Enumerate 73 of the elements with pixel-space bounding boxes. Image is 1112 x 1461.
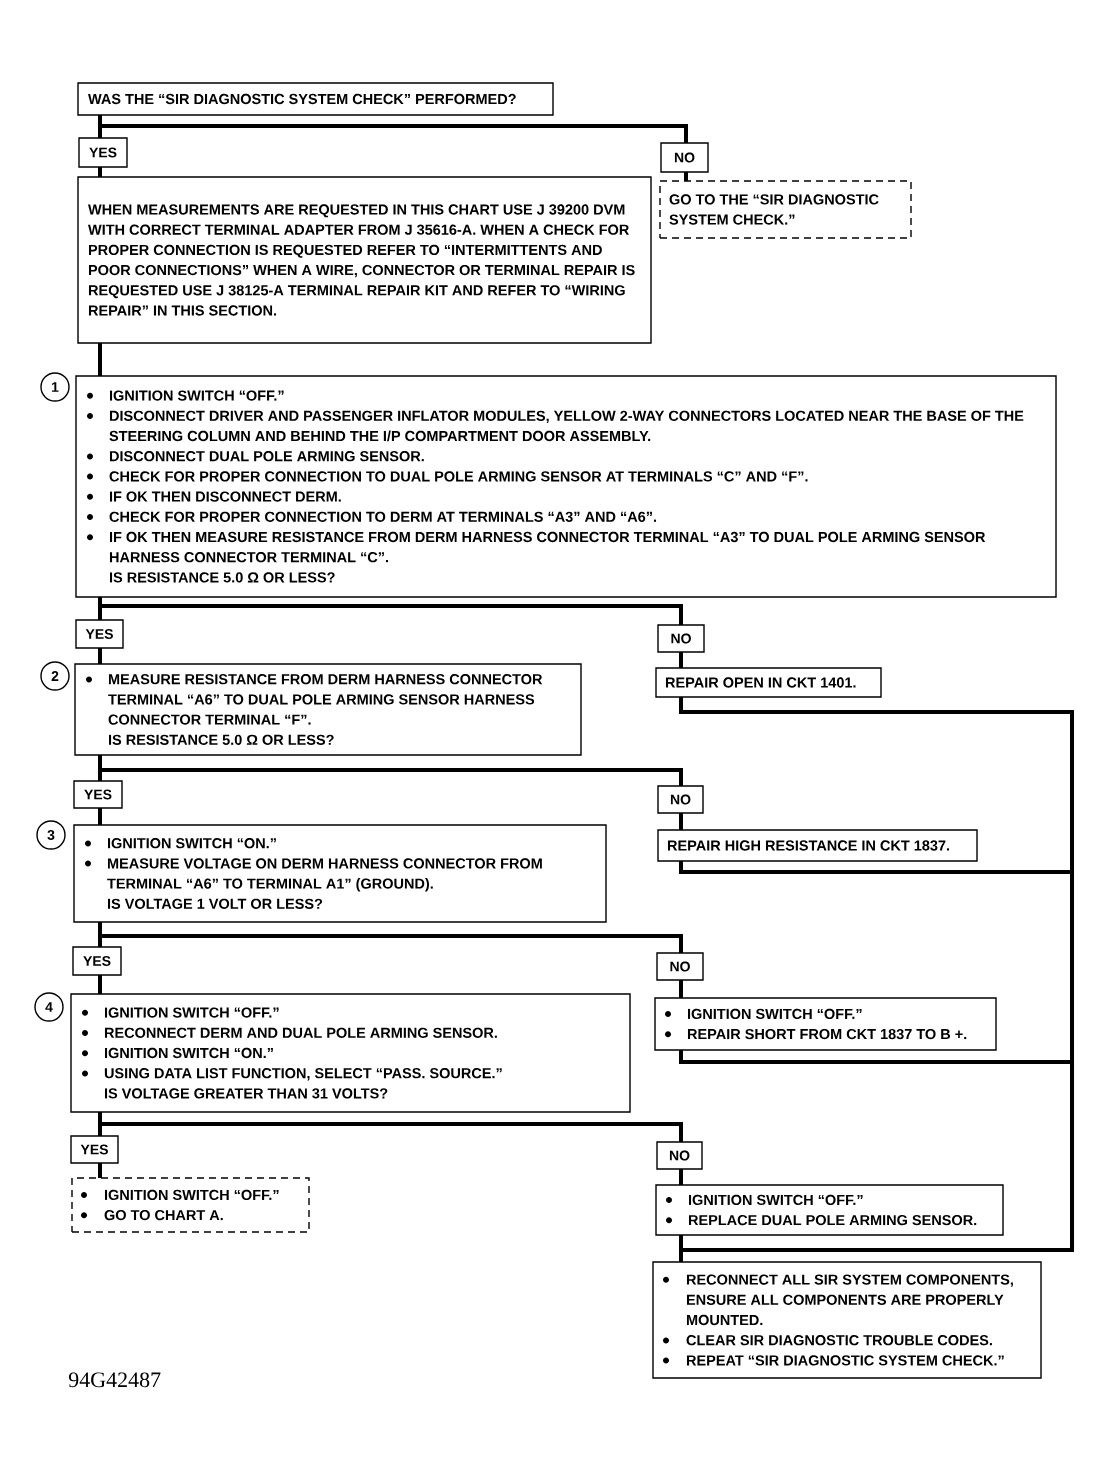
instruction-text: IGNITION SWITCH “ON.” (107, 838, 276, 849)
instruction-text: GO TO CHART A. (104, 1209, 223, 1221)
note-box: GO TO THE “SIR DIAGNOSTIC SYSTEM CHECK.” (659, 180, 912, 239)
step-number: 2 (40, 661, 70, 691)
branch-label-box: NO (656, 952, 704, 981)
connector-line (679, 813, 683, 830)
connector-line (684, 172, 688, 181)
instruction-text: USING DATA LIST FUNCTION, SELECT “PASS. SOURCE.” (104, 1068, 502, 1081)
branch-label-box: NO (657, 624, 705, 653)
branch-label-box: NO (660, 142, 709, 173)
connector-line (679, 1050, 1074, 1252)
connector-line (98, 808, 102, 825)
instruction-text: IGNITION SWITCH “OFF.” (104, 1189, 279, 1201)
action-box: REPAIR HIGH RESISTANCE IN CKT 1837. (657, 829, 978, 862)
instruction-text: RECONNECT ALL SIR SYSTEM COMPONENTS, ENSURE ALL COMPONENTS ARE PROPERLY MOUNTED. (687, 1274, 1013, 1326)
branch-label-box: YES (75, 619, 124, 649)
step-box (70, 993, 631, 1113)
instruction-text: DISCONNECT DUAL POLE ARMING SENSOR. (109, 451, 424, 462)
connector-line (98, 975, 102, 994)
instruction-text: IGNITION SWITCH “OFF.” (688, 1008, 862, 1020)
note-box: WHEN MEASUREMENTS ARE REQUESTED IN THIS CHART USE J 39200 DVM WITH CORRECT TERMINAL ADAPTER FROM J 35616-A. WHEN A CHECK FOR PROPER CONNECTION IS REQUESTED REFER TO “INTERMITTENTS AND POOR CONNECTIONS” WHEN A WIRE, CONNECTOR OR TERMINAL REPAIR IS REQUESTED USE J 38125-A TERMINAL REPAIR KIT AND REFER TO “WIRING REPAIR” IN THIS SECTION. (77, 176, 652, 344)
branch-label-box: YES (70, 1135, 119, 1164)
instruction-text: REPEAT “SIR DIAGNOSTIC SYSTEM CHECK.” (687, 1355, 1004, 1366)
instruction-text: CLEAR SIR DIAGNOSTIC TROUBLE CODES. (686, 1335, 992, 1346)
instruction-text: CHECK FOR PROPER CONNECTION TO DUAL POLE ARMING SENSOR AT TERMINALS “C” AND “F”. (109, 471, 808, 482)
action-box (655, 1184, 1004, 1236)
instruction-text: DISCONNECT DRIVER AND PASSENGER INFLATOR MODULES, YELLOW 2-WAY CONNECTORS LOCATED NEAR THE BASE OF THE STEERING COLUMN AND BEHIND THE I/P COMPARTMENT DOOR ASSEMBLY. (109, 410, 1024, 442)
connector-line (98, 167, 102, 177)
connector-line (98, 755, 683, 786)
connector-line (679, 1169, 683, 1185)
figure-number: 94G42487 (68, 1372, 161, 1388)
connector-line (679, 980, 683, 998)
step-number: 3 (36, 820, 66, 850)
branch-label-box: YES (72, 946, 122, 976)
question-box: WAS THE “SIR DIAGNOSTIC SYSTEM CHECK” PERFORMED? (77, 82, 554, 116)
connector-line (98, 343, 102, 376)
action-box (71, 1177, 310, 1233)
connector-line (679, 1235, 683, 1262)
step-box (75, 375, 1057, 598)
connector-line (98, 1163, 102, 1178)
step-box (74, 663, 582, 756)
step-box (73, 824, 607, 923)
instruction-text: REPAIR SHORT FROM CKT 1837 TO B +. (688, 1028, 967, 1040)
action-box: REPAIR OPEN IN CKT 1401. (655, 667, 882, 698)
question-text: IS VOLTAGE GREATER THAN 31 VOLTS? (104, 1088, 388, 1099)
connector-line (98, 597, 683, 625)
connector-line (98, 115, 688, 143)
instruction-text: IGNITION SWITCH “OFF.” (689, 1194, 863, 1206)
instruction-text: IGNITION SWITCH “ON.” (104, 1047, 273, 1059)
connector-line (98, 648, 102, 664)
step-number: 1 (40, 372, 70, 402)
instruction-text: RECONNECT DERM AND DUAL POLE ARMING SENSOR. (104, 1027, 497, 1038)
step-number: 4 (34, 992, 64, 1022)
question-text: IS VOLTAGE 1 VOLT OR LESS? (107, 898, 323, 909)
connector-line (98, 922, 683, 953)
instruction-text: MEASURE RESISTANCE FROM DERM HARNESS CONNECTOR TERMINAL “A6” TO DUAL POLE ARMING SENSOR HARNESS CONNECTOR TERMINAL “F”. (108, 674, 543, 725)
action-box (652, 1261, 1042, 1379)
branch-label-box: YES (78, 137, 128, 168)
connector-line (679, 652, 683, 668)
instruction-text: REPLACE DUAL POLE ARMING SENSOR. (689, 1214, 977, 1226)
instruction-text: IF OK THEN MEASURE RESISTANCE FROM DERM HARNESS CONNECTOR TERMINAL “A3” TO DUAL POLE ARMING SENSOR HARNESS CONNECTOR TERMINAL “C”. (109, 531, 986, 563)
instruction-text: MEASURE VOLTAGE ON DERM HARNESS CONNECTOR FROM TERMINAL “A6” TO TERMINAL A1” (GROUND). (107, 858, 542, 892)
instruction-text: CHECK FOR PROPER CONNECTION TO DERM AT TERMINALS “A3” AND “A6”. (109, 511, 657, 522)
action-box (654, 997, 997, 1051)
instruction-text: IGNITION SWITCH “OFF.” (104, 1007, 279, 1018)
branch-label-box: NO (656, 1141, 703, 1170)
connector-line (98, 1112, 683, 1142)
instruction-text: IGNITION SWITCH “OFF.” (109, 390, 284, 401)
branch-label-box: YES (73, 780, 123, 809)
branch-label-box: NO (657, 785, 704, 814)
question-text: IS RESISTANCE 5.0 Ω OR LESS? (109, 572, 335, 583)
question-text: IS RESISTANCE 5.0 Ω OR LESS? (108, 734, 334, 745)
instruction-text: IF OK THEN DISCONNECT DERM. (109, 491, 341, 502)
